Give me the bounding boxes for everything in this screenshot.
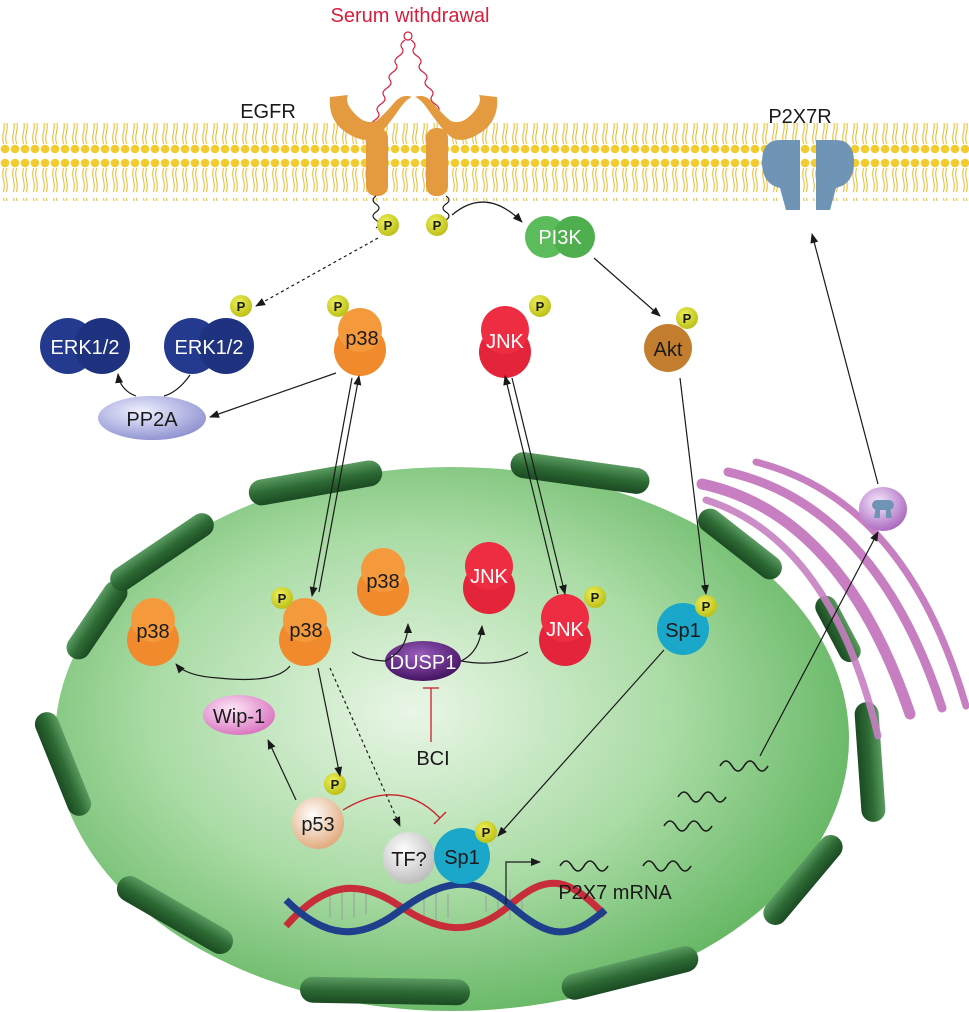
svg-text:P: P (591, 590, 600, 605)
egfr-label: EGFR (240, 101, 296, 123)
jnk-phospho-nuclear: JNK P (539, 586, 606, 666)
pi3k-protein: PI3K (525, 216, 595, 258)
svg-text:p38: p38 (289, 620, 322, 642)
p2x7r-channel (762, 140, 854, 210)
svg-text:p53: p53 (301, 814, 334, 836)
akt-phospho-protein: Akt P (644, 307, 698, 372)
svg-text:P: P (237, 299, 246, 314)
svg-text:P: P (702, 599, 711, 614)
svg-text:P: P (683, 311, 692, 326)
svg-text:Wip-1: Wip-1 (213, 706, 265, 728)
nucleus (55, 467, 849, 1011)
sp1-phospho-dna: Sp1 P (434, 821, 497, 884)
sp1-phospho-upper: Sp1 P (657, 595, 717, 655)
svg-text:PI3K: PI3K (538, 227, 582, 249)
p2x7-vesicle (859, 487, 907, 531)
p38-phospho-cytoplasm: p38 P (327, 295, 386, 376)
transcription-start-arrow (505, 858, 541, 904)
p38-nuclear-left: p38 (127, 598, 179, 666)
p2x7r-label: P2X7R (768, 106, 831, 128)
p2x7-mrna-label: P2X7 mRNA (558, 882, 672, 904)
golgi-apparatus (696, 458, 969, 740)
svg-text:Akt: Akt (654, 339, 683, 361)
svg-text:TF?: TF? (391, 849, 427, 871)
phospho-badge-egfr-left: P (377, 214, 399, 236)
mrna-squiggles (559, 760, 769, 872)
p38-phospho-nuclear: p38 P (271, 587, 331, 666)
svg-text:P: P (334, 299, 343, 314)
svg-text:P: P (384, 218, 393, 233)
svg-text:p38: p38 (345, 328, 378, 350)
svg-text:P: P (433, 218, 442, 233)
svg-text:PP2A: PP2A (126, 409, 178, 431)
jnk-phospho-cytoplasm: JNK P (479, 295, 551, 378)
svg-text:P: P (482, 825, 491, 840)
svg-text:ERK1/2: ERK1/2 (51, 337, 120, 359)
inhibition-lines (342, 687, 447, 825)
egfr-receptor-right (415, 95, 498, 196)
svg-text:Sp1: Sp1 (665, 620, 701, 642)
unknown-transcription-factor: TF? (383, 832, 435, 884)
serum-withdrawal-label: Serum withdrawal (331, 5, 490, 27)
svg-text:p38: p38 (136, 621, 169, 643)
svg-text:Sp1: Sp1 (444, 847, 480, 869)
egfr-receptor-left (329, 95, 412, 196)
bci-label: BCI (416, 748, 449, 770)
dna-double-helix (283, 879, 608, 936)
erk12-protein: ERK1/2 (40, 318, 130, 374)
svg-text:P: P (278, 591, 287, 606)
pp2a-protein: PP2A (98, 396, 206, 440)
p38-nuclear-dephospho: p38 (357, 548, 409, 616)
cell-membrane (0, 123, 969, 201)
phospho-badge-egfr-right: P (426, 214, 448, 236)
svg-text:JNK: JNK (546, 619, 584, 641)
erk12-phospho-protein: ERK1/2 P (164, 295, 254, 374)
svg-text:p38: p38 (366, 571, 399, 593)
jnk-nuclear-dephospho: JNK (463, 542, 515, 614)
svg-text:JNK: JNK (486, 331, 524, 353)
pathway-arrows (115, 201, 879, 837)
svg-text:ERK1/2: ERK1/2 (175, 337, 244, 359)
svg-text:DUSP1: DUSP1 (390, 652, 457, 674)
dusp1-protein: DUSP1 (385, 641, 461, 681)
svg-text:P: P (536, 299, 545, 314)
svg-text:JNK: JNK (470, 566, 508, 588)
p53-protein: p53 P (292, 773, 346, 849)
wip1-protein: Wip-1 (203, 695, 275, 735)
svg-text:P: P (331, 777, 340, 792)
